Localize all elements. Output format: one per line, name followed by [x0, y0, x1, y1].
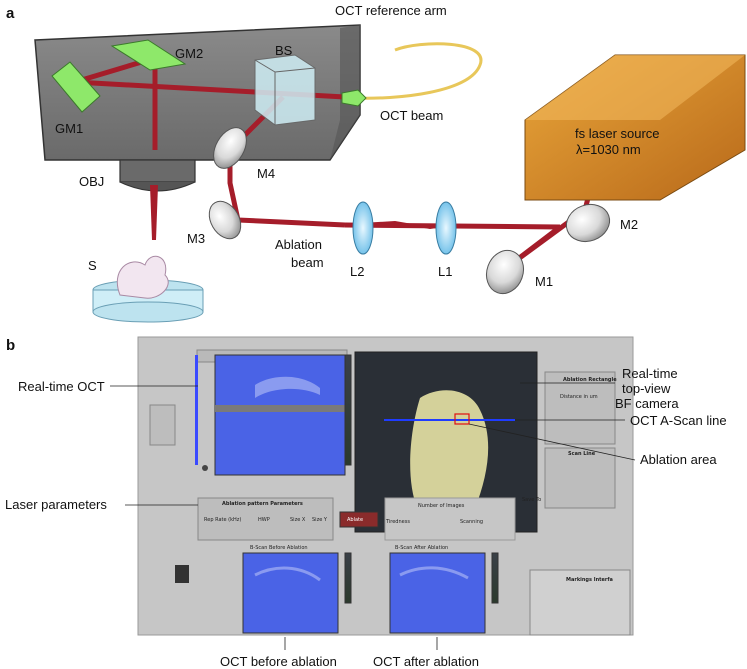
fs-laser-label-line1: fs laser source	[575, 126, 660, 141]
ablation-area-label: Ablation area	[640, 452, 717, 467]
number-of-images-label: Number of Images	[418, 503, 465, 509]
right-controls	[529, 371, 631, 636]
markings-title: Markings Interfa	[566, 577, 613, 583]
ablation-parameters-panel	[197, 497, 516, 541]
b-scan-after-label: B-Scan After Ablation	[395, 545, 449, 551]
realtime-oct-label: Real-time OCT	[18, 379, 105, 394]
camera-label-line3: BF camera	[615, 396, 679, 411]
panel-a-letter: a	[6, 5, 15, 22]
ascan-line-label: OCT A-Scan line	[630, 413, 727, 428]
l1-label: L1	[438, 264, 453, 279]
m4-mirror	[213, 127, 247, 169]
oct-reference-arm-label: OCT reference arm	[335, 3, 447, 18]
l2-label: L2	[350, 264, 365, 279]
beam-splitter	[254, 54, 316, 126]
panel-b-letter: b	[6, 337, 16, 354]
l2-lens	[352, 201, 374, 255]
scan-line-title: Scan Line	[568, 451, 596, 457]
callout-lines	[110, 382, 636, 650]
distance-um-label: Distance in um	[560, 394, 598, 400]
b-scan-before-label: B-Scan Before Ablation	[250, 545, 308, 551]
gm1-mirror	[51, 61, 101, 113]
ablation-pattern-title: Ablation pattern Parameters	[222, 501, 303, 507]
gm1-label: GM1	[55, 121, 84, 136]
bs-label: BS	[275, 43, 293, 58]
gm2-label: GM2	[175, 46, 204, 61]
oct-fiber	[349, 42, 483, 100]
ablation-beam-label-line2: beam	[291, 255, 324, 270]
size-x-label: Size X	[290, 517, 306, 523]
size-y-label: Size Y	[312, 517, 327, 523]
oct-after-label: OCT after ablation	[373, 654, 479, 669]
rep-rate-label: Rep Rate (kHz)	[204, 517, 242, 523]
oct-after-plot	[389, 552, 499, 634]
scanning-label: Scanning	[460, 519, 484, 525]
gm2-mirror	[110, 39, 187, 71]
fs-laser-box	[524, 54, 746, 201]
panel-b	[110, 336, 636, 650]
laser-parameters-label: Laser parameters	[5, 497, 107, 512]
fs-laser-label-line2: λ=1030 nm	[576, 142, 641, 157]
sample-dish	[92, 255, 204, 323]
beam-focus-cone	[150, 185, 158, 240]
m1-label: M1	[535, 274, 554, 289]
save-to-label: Save To	[522, 497, 542, 503]
camera-label-line1: Real-time	[622, 366, 678, 381]
m3-label: M3	[187, 231, 206, 246]
obj-label: OBJ	[79, 174, 105, 189]
ablation-rect-title: Ablation Rectangle	[563, 377, 617, 383]
panel-a	[34, 24, 746, 323]
m3-mirror	[208, 200, 242, 240]
oct-collimator	[341, 89, 367, 107]
left-controls	[149, 404, 208, 583]
m2-label: M2	[620, 217, 639, 232]
m1-mirror	[485, 249, 525, 295]
ablation-area-box	[454, 413, 470, 425]
m2-mirror	[565, 203, 611, 243]
oct-before-plot	[242, 552, 352, 634]
ablate-button[interactable]: Ablate	[347, 517, 364, 523]
l1-lens	[435, 201, 457, 255]
camera-label-line2: top-view	[622, 381, 671, 396]
hwp-label: HWP	[258, 517, 270, 523]
realtime-oct-panel	[195, 349, 352, 476]
oct-beam-label: OCT beam	[380, 108, 444, 123]
m4-label: M4	[257, 166, 276, 181]
ablation-beam-label-line1: Ablation	[275, 237, 322, 252]
s-label: S	[88, 258, 97, 273]
oct-before-label: OCT before ablation	[220, 654, 337, 669]
tiredness-label: Tiredness	[386, 519, 410, 525]
